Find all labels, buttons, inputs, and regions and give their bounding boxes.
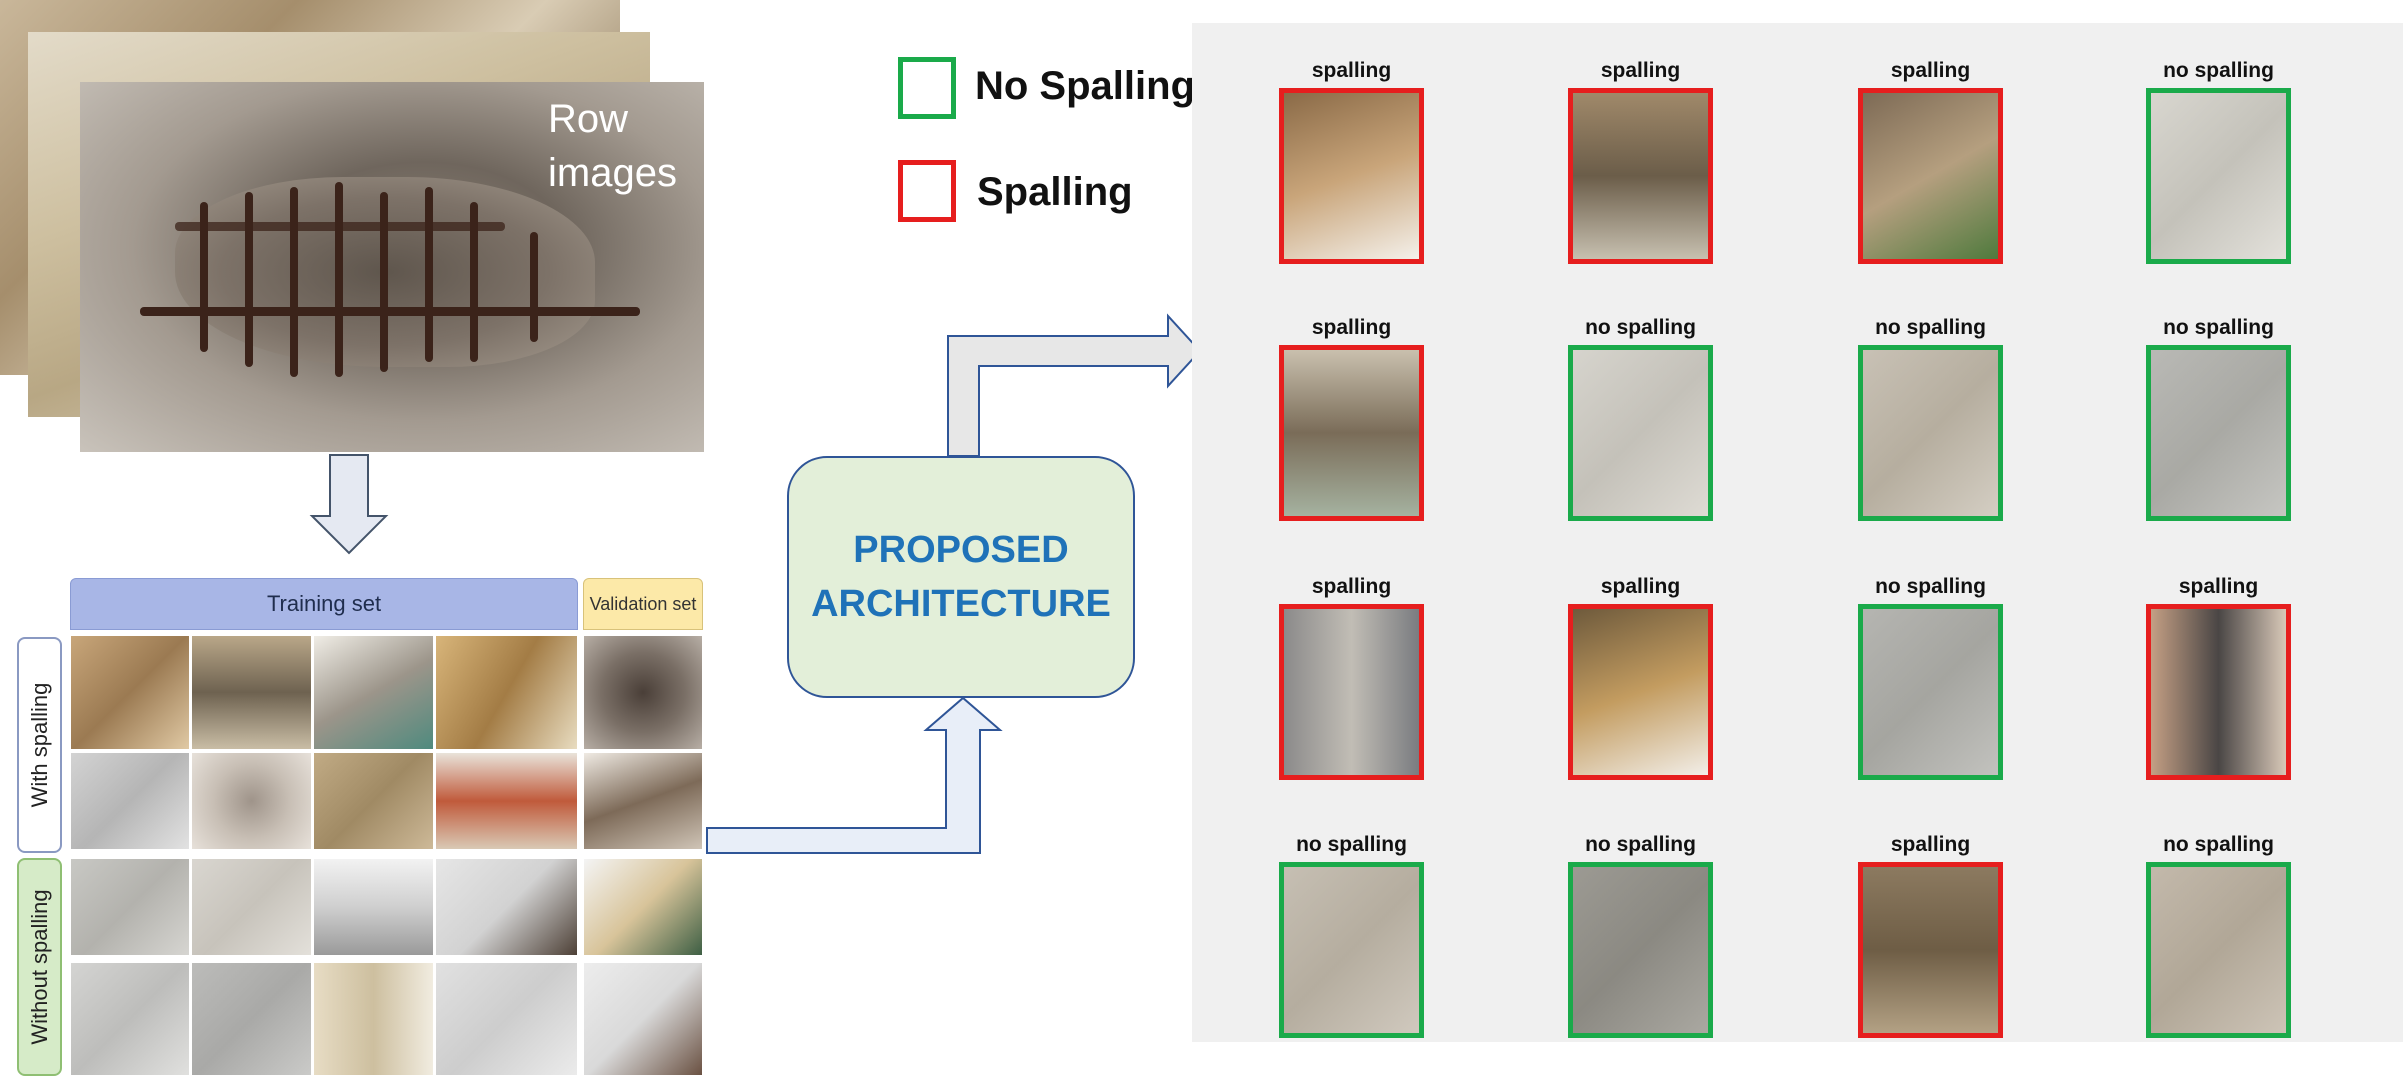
no-spalling-result-image	[2146, 345, 2291, 521]
row-images-label: Row images	[548, 97, 677, 195]
results-panel: spalling spalling spalling no spalling spall…	[1192, 23, 2403, 1042]
training-thumbnail	[191, 858, 312, 956]
result-label: no spalling	[2163, 59, 2274, 82]
rebar-vertical	[245, 192, 253, 367]
legend-no-spalling-swatch	[898, 57, 956, 119]
result-label: no spalling	[1585, 833, 1696, 856]
dataset-to-architecture-arrow	[706, 696, 1003, 854]
result-label: spalling	[1311, 316, 1392, 339]
result-label: no spalling	[1875, 316, 1986, 339]
result-label: no spalling	[2163, 316, 2274, 339]
training-thumbnail	[313, 962, 434, 1076]
training-thumbnail	[313, 858, 434, 956]
proposed-architecture-label: PROPOSED ARCHITECTURE	[811, 529, 1111, 625]
validation-set-header: Validation set	[583, 578, 703, 630]
result-label: spalling	[1890, 833, 1971, 856]
architecture-to-results-arrow	[947, 313, 1202, 457]
result-label: no spalling	[2163, 833, 2274, 856]
no-spalling-result-image	[2146, 88, 2291, 264]
rebar-vertical	[290, 187, 298, 377]
legend-no-spalling-label: No Spalling	[975, 64, 1195, 108]
spalling-result-image	[1279, 604, 1424, 780]
training-thumbnail	[313, 635, 434, 750]
training-thumbnail	[191, 962, 312, 1076]
rebar-vertical	[470, 202, 478, 362]
training-thumbnail	[70, 962, 190, 1076]
result-label: spalling	[1311, 575, 1392, 598]
training-thumbnail	[191, 635, 312, 750]
legend-spalling-label: Spalling	[977, 170, 1133, 214]
legend-spalling-swatch	[898, 160, 956, 222]
proposed-architecture-box: PROPOSED ARCHITECTURE	[787, 456, 1135, 698]
result-label: no spalling	[1296, 833, 1407, 856]
training-thumbnail	[313, 752, 434, 850]
rebar-vertical	[530, 232, 538, 342]
no-spalling-result-image	[1568, 862, 1713, 1038]
training-thumbnail	[435, 752, 578, 850]
result-label: spalling	[1890, 59, 1971, 82]
without-spalling-label: Without spalling	[26, 889, 52, 1045]
training-thumbnail	[435, 635, 578, 750]
training-set-header: Training set	[70, 578, 578, 630]
no-spalling-result-image	[1858, 604, 2003, 780]
training-thumbnail	[435, 962, 578, 1076]
validation-thumbnail	[583, 962, 703, 1076]
validation-thumbnail	[583, 858, 703, 956]
validation-thumbnail	[583, 752, 703, 850]
raw-image-spalling-photo	[80, 82, 704, 452]
spalling-result-image	[1858, 862, 2003, 1038]
result-label: spalling	[1600, 59, 1681, 82]
validation-thumbnail	[583, 635, 703, 750]
spalling-result-image	[2146, 604, 2291, 780]
result-label: spalling	[2178, 575, 2259, 598]
training-thumbnail	[70, 752, 190, 850]
training-thumbnail	[435, 858, 578, 956]
without-spalling-group: Without spalling	[17, 858, 62, 1076]
rebar-vertical	[200, 202, 208, 352]
result-label: no spalling	[1585, 316, 1696, 339]
spalling-result-image	[1279, 345, 1424, 521]
rebar-vertical	[425, 187, 433, 362]
rebar-vertical	[335, 182, 343, 377]
no-spalling-result-image	[2146, 862, 2291, 1038]
with-spalling-group: With spalling	[17, 637, 62, 853]
spalling-result-image	[1279, 88, 1424, 264]
no-spalling-result-image	[1858, 345, 2003, 521]
spalling-result-image	[1568, 88, 1713, 264]
spalling-result-image	[1568, 604, 1713, 780]
training-thumbnail	[70, 635, 190, 750]
training-thumbnail	[191, 752, 312, 850]
no-spalling-result-image	[1279, 862, 1424, 1038]
spalling-result-image	[1858, 88, 2003, 264]
result-label: spalling	[1600, 575, 1681, 598]
rebar-horizontal	[140, 307, 640, 316]
result-label: no spalling	[1875, 575, 1986, 598]
rebar-vertical	[380, 192, 388, 372]
with-spalling-label: With spalling	[26, 682, 52, 808]
no-spalling-result-image	[1568, 345, 1713, 521]
result-label: spalling	[1311, 59, 1392, 82]
down-arrow	[309, 454, 389, 555]
training-thumbnail	[70, 858, 190, 956]
